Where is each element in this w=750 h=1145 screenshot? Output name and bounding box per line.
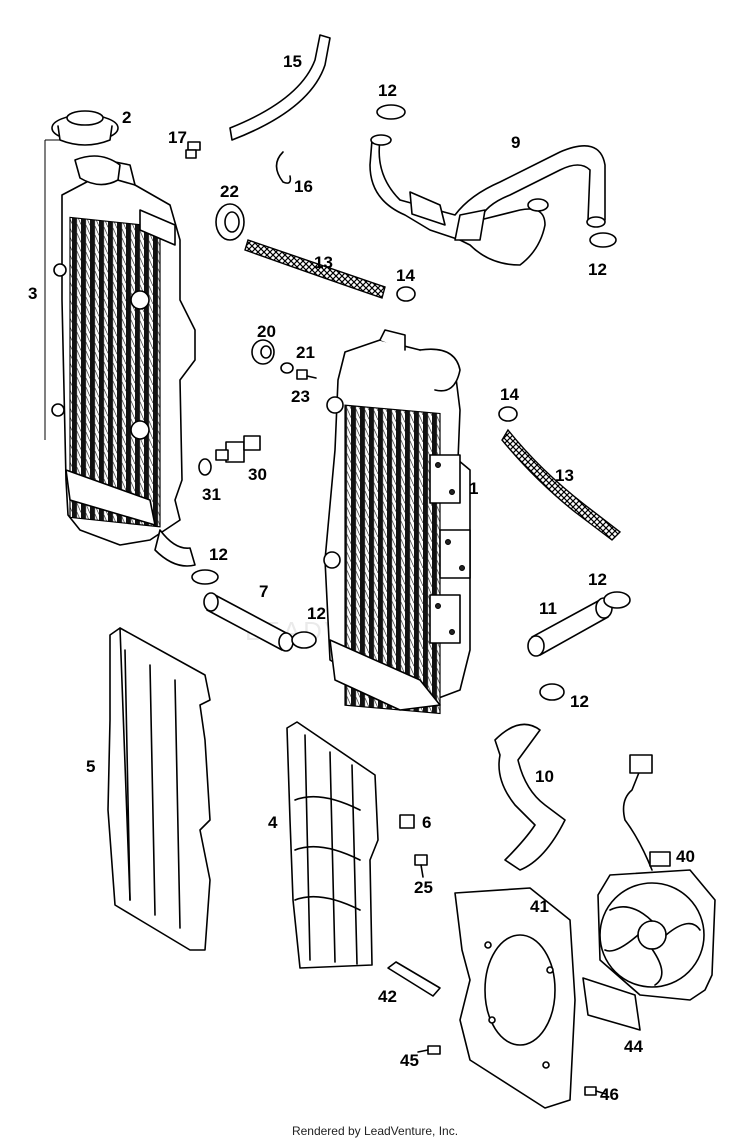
clamp-12-hose11-top — [603, 591, 631, 609]
label-12-hose11-top: 12 — [588, 570, 607, 589]
screw-45 — [417, 1045, 441, 1055]
clamp-12-hose7-top — [191, 569, 219, 585]
label-14-upper: 14 — [396, 266, 415, 285]
fan-bracket-41 — [454, 887, 576, 1109]
braided-hose-13-right — [501, 428, 622, 541]
label-13-right: 13 — [555, 466, 574, 485]
label-11: 11 — [539, 599, 557, 618]
o-ring-31 — [198, 458, 212, 476]
right-radiator — [323, 329, 471, 715]
grommet-20 — [251, 339, 275, 365]
label-45: 45 — [400, 1051, 419, 1070]
label-4: 4 — [268, 813, 278, 832]
label-12-top: 12 — [378, 81, 397, 100]
label-31: 31 — [202, 485, 221, 504]
screw-17 — [185, 141, 201, 159]
bolt-23 — [296, 369, 317, 380]
label-17: 17 — [168, 128, 187, 147]
bolt-25 — [414, 854, 428, 878]
label-13-upper: 13 — [314, 253, 333, 272]
label-42: 42 — [378, 987, 397, 1006]
label-25: 25 — [414, 878, 433, 897]
nut-6 — [399, 814, 415, 829]
label-12-hose7-top: 12 — [209, 545, 228, 564]
label-46: 46 — [600, 1085, 619, 1104]
hose-9 — [369, 134, 606, 266]
label-30: 30 — [248, 465, 267, 484]
cover-plate-44 — [582, 977, 641, 1031]
clamp-14-right — [498, 406, 518, 422]
screw-46 — [584, 1086, 607, 1096]
rubber-strip-42 — [387, 961, 441, 997]
clamp-12-right — [589, 232, 617, 248]
label-12-hose7-bottom: 12 — [307, 604, 326, 623]
washer-21 — [280, 362, 294, 374]
clamp-14-upper — [396, 286, 416, 302]
label-3: 3 — [28, 284, 37, 303]
clamp-12-hose7-bottom — [291, 631, 317, 649]
label-12-right: 12 — [588, 260, 607, 279]
braided-hose-13-upper — [244, 239, 386, 299]
label-20: 20 — [257, 322, 276, 341]
label-1: 1 — [469, 479, 478, 498]
label-15: 15 — [283, 52, 302, 71]
hose-7 — [203, 592, 294, 652]
cooling-fan-40 — [597, 754, 716, 1001]
left-radiator — [44, 139, 196, 567]
label-40: 40 — [676, 847, 695, 866]
label-23: 23 — [291, 387, 310, 406]
grommet-22 — [215, 203, 245, 241]
hose-15 — [229, 34, 331, 141]
clip-16 — [275, 151, 292, 184]
label-12-hose11-bottom: 12 — [570, 692, 589, 711]
label-7: 7 — [259, 582, 268, 601]
clamp-12-top — [376, 104, 406, 120]
label-9: 9 — [511, 133, 520, 152]
label-41: 41 — [530, 897, 549, 916]
footer-credit: Rendered by LeadVenture, Inc. — [291, 1124, 459, 1138]
label-5: 5 — [86, 757, 95, 776]
radiator-cap — [51, 110, 121, 186]
radiator-shroud-4 — [286, 721, 379, 969]
label-44: 44 — [624, 1037, 643, 1056]
label-6: 6 — [422, 813, 431, 832]
radiator-shroud-5 — [107, 627, 211, 951]
clamp-12-hose11-bottom — [539, 683, 565, 701]
temperature-sensor-30 — [215, 435, 261, 463]
label-14-right: 14 — [500, 385, 519, 404]
hose-10 — [494, 723, 566, 871]
label-10: 10 — [535, 767, 554, 786]
label-21: 21 — [296, 343, 315, 362]
label-16: 16 — [294, 177, 313, 196]
label-2: 2 — [122, 108, 131, 127]
label-22: 22 — [220, 182, 239, 201]
